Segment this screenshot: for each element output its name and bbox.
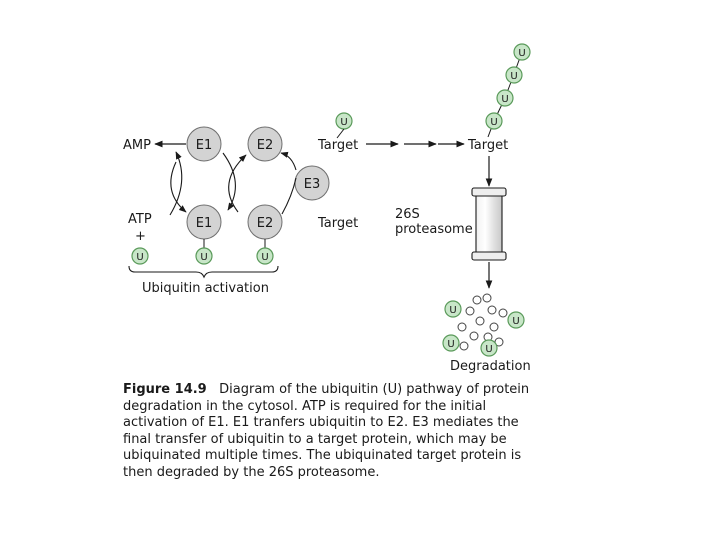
- svg-text:E1: E1: [196, 216, 213, 231]
- svg-text:U: U: [512, 316, 519, 327]
- amp-label: AMP: [123, 138, 151, 153]
- plus-sign: +: [135, 229, 146, 244]
- svg-text:U: U: [136, 252, 143, 263]
- ubiquitin-atp: U: [131, 247, 149, 265]
- e3-to-e2-arrow: [280, 151, 297, 171]
- cycle-arrow: [170, 161, 187, 213]
- target-ubiquitin-bond: [336, 128, 345, 139]
- target-label-free: Target: [317, 216, 358, 231]
- proteasome-label-26s: 26S: [395, 207, 420, 222]
- ubiquitin-activation-label: Ubiquitin activation: [142, 281, 269, 296]
- proteasome-label: proteasome: [395, 222, 473, 237]
- target-label-polyubiquitinated: Target: [467, 138, 508, 153]
- svg-text:U: U: [485, 344, 492, 355]
- released-ubiquitin: U: [507, 311, 525, 329]
- polyubiquitin-chain: U U U U: [485, 43, 531, 138]
- e3-enzyme: E3: [294, 165, 330, 201]
- atp-label: ATP: [128, 212, 152, 227]
- ubiquitin-e2: U: [256, 247, 274, 265]
- svg-text:E2: E2: [257, 216, 274, 231]
- ubiquitin-on-target: U: [335, 112, 353, 130]
- proteasome-cylinder: [471, 187, 507, 261]
- svg-text:U: U: [518, 48, 525, 59]
- released-ubiquitin: U: [442, 334, 460, 352]
- cycle-arrow: [169, 151, 183, 216]
- activation-brace: [128, 265, 279, 279]
- svg-text:E3: E3: [304, 177, 321, 192]
- ubiquitin-e1: U: [195, 247, 213, 265]
- svg-text:U: U: [200, 252, 207, 263]
- degradation-fragments: [457, 293, 508, 351]
- released-ubiquitin: U: [444, 300, 462, 318]
- cycle-arrow: [222, 152, 236, 211]
- svg-text:U: U: [501, 94, 508, 105]
- figure-label: Figure 14.9: [123, 382, 207, 397]
- degradation-label: Degradation: [450, 359, 531, 374]
- caption-text: Diagram of the ubiquitin (U) pathway of …: [123, 382, 530, 480]
- cycle-arrow: [228, 154, 247, 213]
- svg-text:E2: E2: [257, 138, 274, 153]
- svg-text:U: U: [510, 71, 517, 82]
- e2-enzyme-bottom: E2: [247, 204, 283, 240]
- svg-text:U: U: [449, 305, 456, 316]
- target-label-ubiquitinated: Target: [317, 138, 358, 153]
- e1-enzyme-bottom: E1: [186, 204, 222, 240]
- e1-enzyme-top: E1: [186, 126, 222, 162]
- svg-text:U: U: [447, 339, 454, 350]
- svg-text:E1: E1: [196, 138, 213, 153]
- figure-caption: Figure 14.9 Diagram of the ubiquitin (U)…: [123, 382, 543, 481]
- svg-text:U: U: [261, 252, 268, 263]
- e2-to-e3-arrow: [281, 177, 297, 215]
- e2-enzyme-top: E2: [247, 126, 283, 162]
- svg-text:U: U: [490, 117, 497, 128]
- released-ubiquitin: U: [480, 339, 498, 357]
- svg-text:U: U: [340, 117, 347, 128]
